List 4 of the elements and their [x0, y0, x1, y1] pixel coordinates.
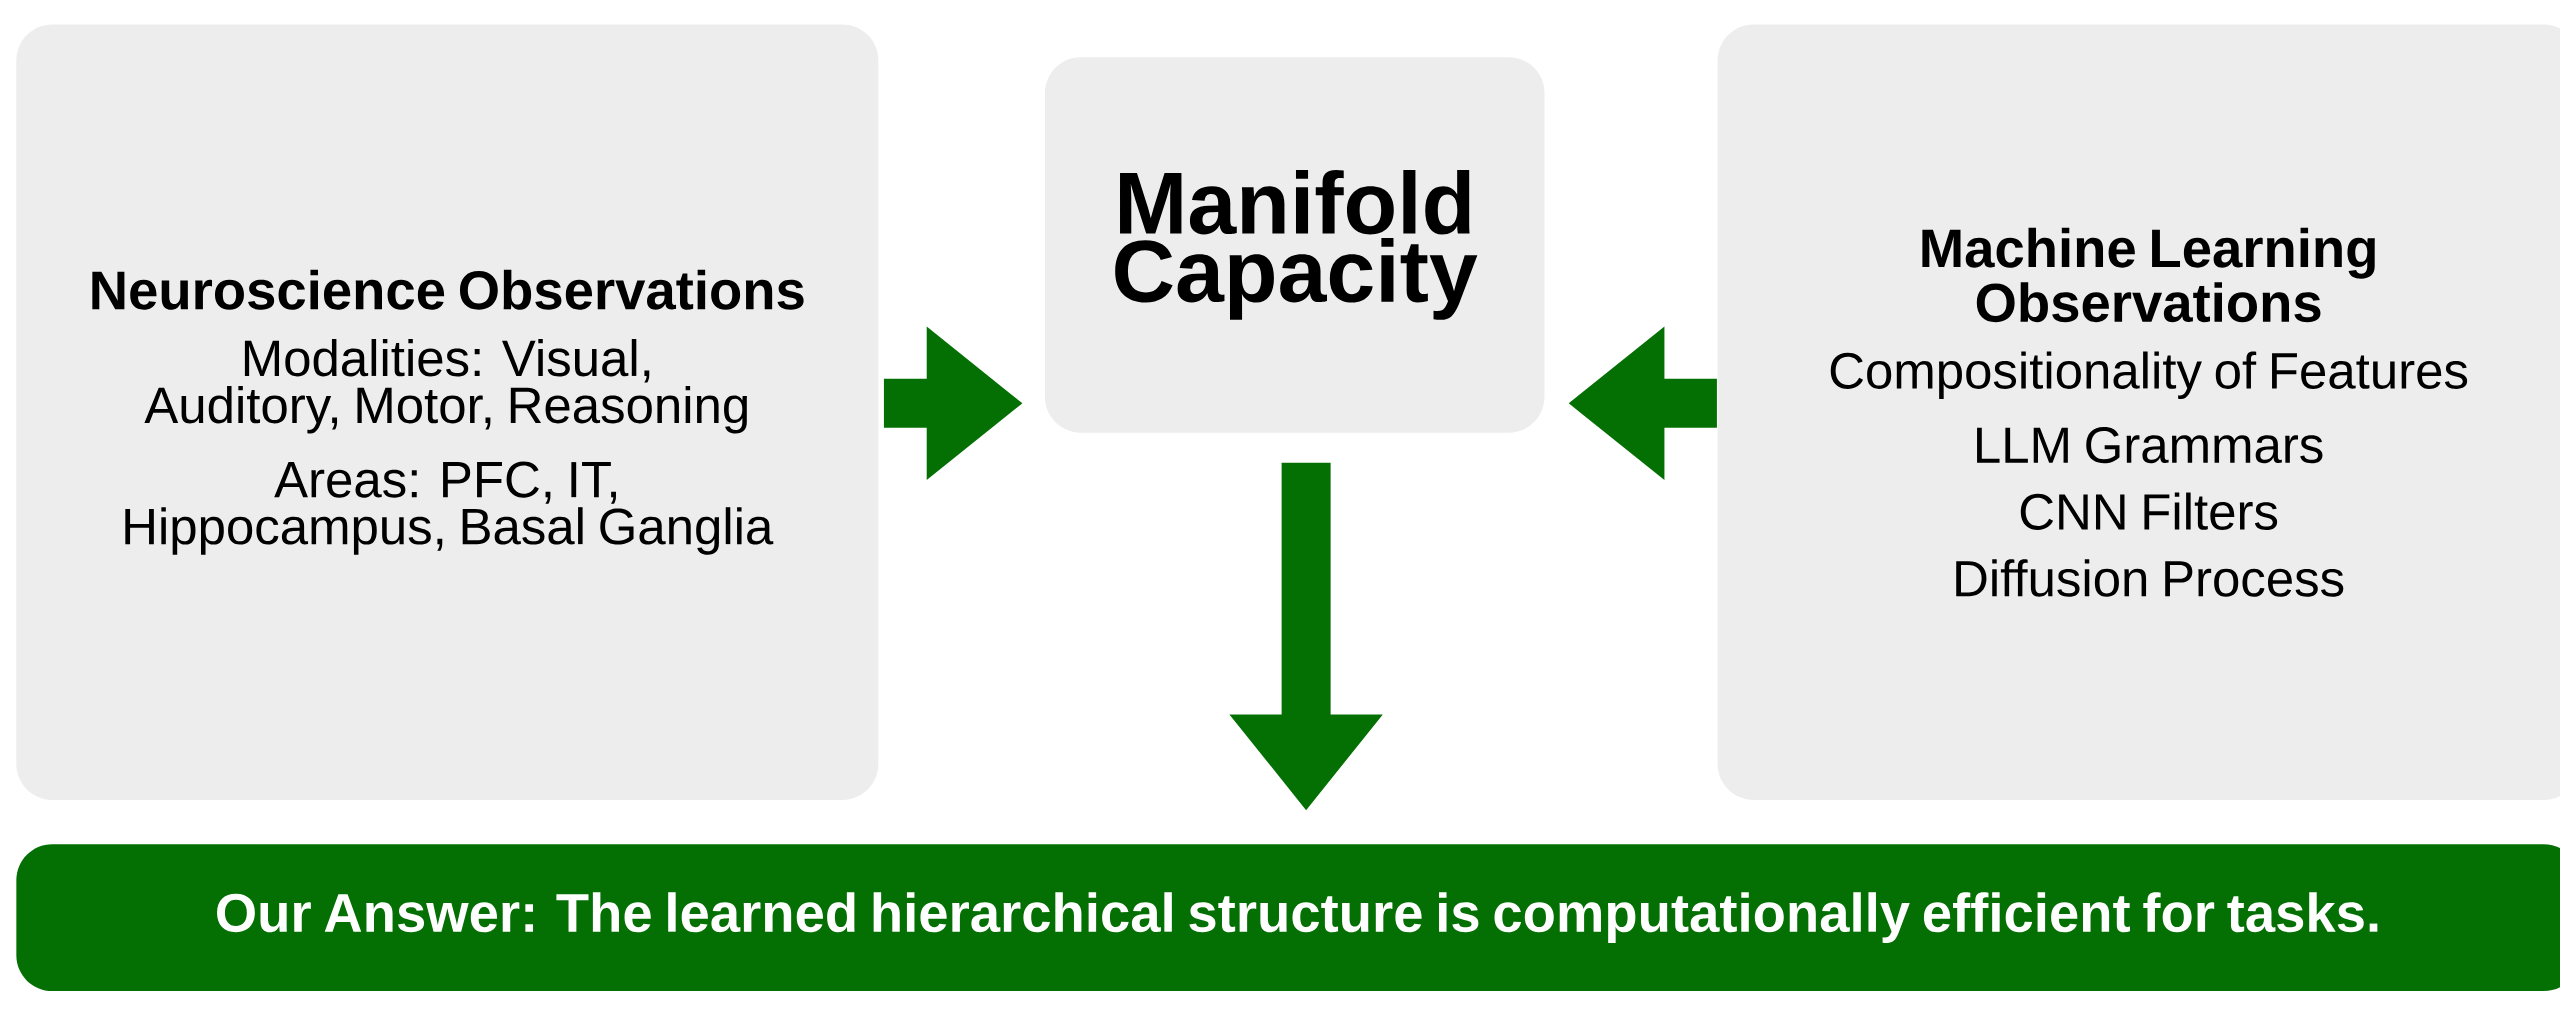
center-box: Manifold Capacity	[1044, 57, 1545, 433]
panel-box: Machine Learning Observations Compositionality of Features LLM Grammars CNN Filters Diffusion Process	[1717, 24, 2560, 801]
answer-banner: Our Answer: The learned hierarchical structure is computationally efficient for tasks.	[16, 844, 2560, 992]
panel-box: Neuroscience Observations Modalities: Visual, Auditory, Motor, Reasoning Areas: PFC, IT, Hippocampus, Basal Ganglia	[16, 24, 879, 801]
